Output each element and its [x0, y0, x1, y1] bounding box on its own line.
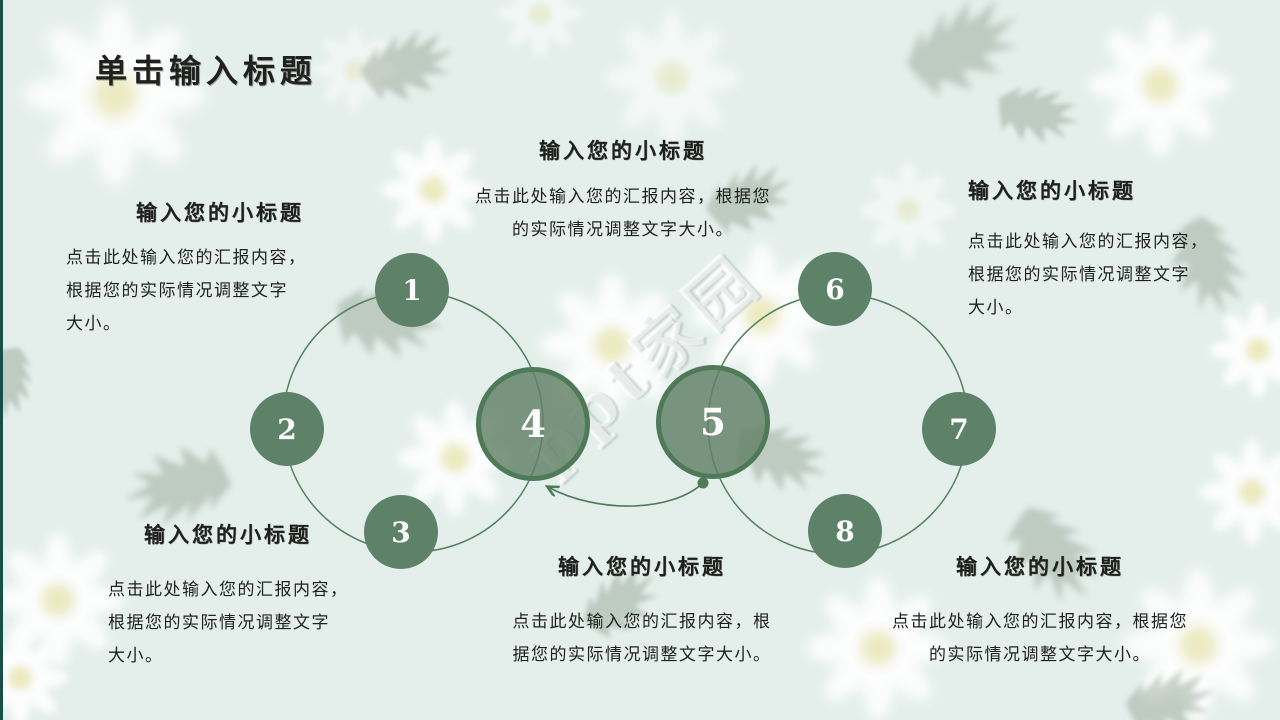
body-text-line: 大小。 — [968, 298, 1024, 318]
step-number: 4 — [520, 402, 546, 446]
subtitle-placeholder: 输入您的小标题 — [136, 200, 304, 225]
text-block-left-upper[interactable]: 输入您的小标题 点击此处输入您的汇报内容， 根据您的实际情况调整文字 大小。 — [66, 198, 318, 341]
text-block-right-upper[interactable]: 输入您的小标题 点击此处输入您的汇报内容， 根据您的实际情况调整文字 大小。 — [968, 176, 1228, 325]
step-number: 2 — [277, 412, 297, 446]
step-number: 8 — [835, 514, 855, 548]
step-number: 6 — [825, 272, 845, 306]
body-text-line: 点击此处输入您的汇报内容，根据您 — [475, 187, 771, 207]
subtitle-placeholder: 输入您的小标题 — [956, 554, 1124, 579]
step-node-7[interactable]: 7 — [922, 392, 996, 466]
body-text-line: 点击此处输入您的汇报内容， — [968, 232, 1209, 252]
body-text-line: 根据您的实际情况调整文字 — [108, 613, 330, 633]
body-text-line: 的实际情况调整文字大小。 — [512, 220, 734, 240]
step-number: 5 — [700, 400, 726, 444]
step-number: 7 — [949, 412, 969, 446]
step-node-6[interactable]: 6 — [798, 252, 872, 326]
subtitle-placeholder: 输入您的小标题 — [539, 138, 707, 163]
left-edge-strip — [0, 0, 3, 720]
step-node-1[interactable]: 1 — [375, 253, 449, 327]
subtitle-placeholder: 输入您的小标题 — [968, 178, 1136, 203]
body-text-line: 点击此处输入您的汇报内容，根 — [512, 612, 772, 632]
text-block-bottom-right[interactable]: 输入您的小标题 点击此处输入您的汇报内容，根据您 的实际情况调整文字大小。 — [852, 552, 1228, 672]
text-block-top-center[interactable]: 输入您的小标题 点击此处输入您的汇报内容，根据您 的实际情况调整文字大小。 — [428, 136, 818, 247]
step-node-5[interactable]: 5 — [656, 365, 770, 479]
body-text-line: 的实际情况调整文字大小。 — [929, 645, 1151, 665]
text-block-bottom-center[interactable]: 输入您的小标题 点击此处输入您的汇报内容，根 据您的实际情况调整文字大小。 — [468, 552, 816, 672]
body-text-line: 根据您的实际情况调整文字 — [968, 265, 1190, 285]
body-text-line: 大小。 — [108, 646, 164, 666]
step-number: 3 — [391, 515, 411, 549]
step-node-4[interactable]: 4 — [476, 367, 590, 481]
step-node-3[interactable]: 3 — [364, 495, 438, 569]
body-text-line: 点击此处输入您的汇报内容， — [66, 248, 307, 268]
body-text-line: 点击此处输入您的汇报内容，根据您 — [892, 612, 1188, 632]
step-node-2[interactable]: 2 — [250, 392, 324, 466]
body-text-line: 点击此处输入您的汇报内容， — [108, 580, 349, 600]
text-block-left-lower[interactable]: 输入您的小标题 点击此处输入您的汇报内容， 根据您的实际情况调整文字 大小。 — [108, 520, 348, 673]
body-text-line: 大小。 — [66, 314, 122, 334]
body-text-line: 据您的实际情况调整文字大小。 — [512, 645, 772, 665]
subtitle-placeholder: 输入您的小标题 — [558, 554, 726, 579]
slide-title-placeholder[interactable]: 单击输入标题 — [95, 52, 318, 90]
subtitle-placeholder: 输入您的小标题 — [144, 522, 312, 547]
body-text-line: 根据您的实际情况调整文字 — [66, 281, 288, 301]
step-number: 1 — [402, 273, 422, 307]
